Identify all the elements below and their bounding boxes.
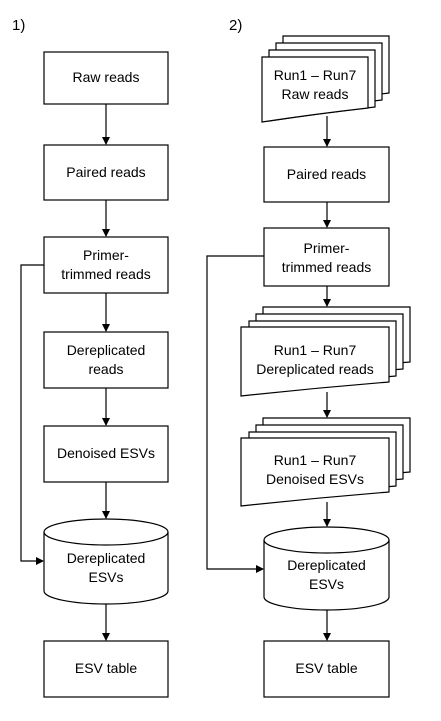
p2-denoised-esvs-doc-stack bbox=[240, 417, 411, 507]
p2-bypass-arrow bbox=[206, 255, 264, 573]
p1-bypass-arrow bbox=[20, 264, 44, 565]
p2-dereplicated-esvs-cylinder bbox=[263, 526, 390, 611]
p2-raw-reads-doc-stack bbox=[261, 35, 390, 123]
p1-esv-table-box bbox=[43, 640, 169, 698]
panel-2-label: 2) bbox=[229, 17, 243, 34]
p2-dereplicated-reads-doc-stack bbox=[240, 306, 411, 397]
p2-esv-table-box bbox=[263, 640, 390, 698]
p1-denoised-esvs-box bbox=[43, 425, 169, 483]
p1-raw-reads-box bbox=[43, 51, 169, 105]
p1-paired-reads-box bbox=[43, 144, 169, 201]
p2-primer-trimmed-box bbox=[263, 227, 390, 287]
p1-dereplicated-esvs-cylinder bbox=[43, 518, 169, 605]
p1-primer-trimmed-box bbox=[43, 236, 169, 294]
p2-paired-reads-box bbox=[263, 146, 390, 203]
p1-dereplicated-reads-box bbox=[43, 331, 169, 389]
panel-1-label: 1) bbox=[12, 17, 26, 34]
